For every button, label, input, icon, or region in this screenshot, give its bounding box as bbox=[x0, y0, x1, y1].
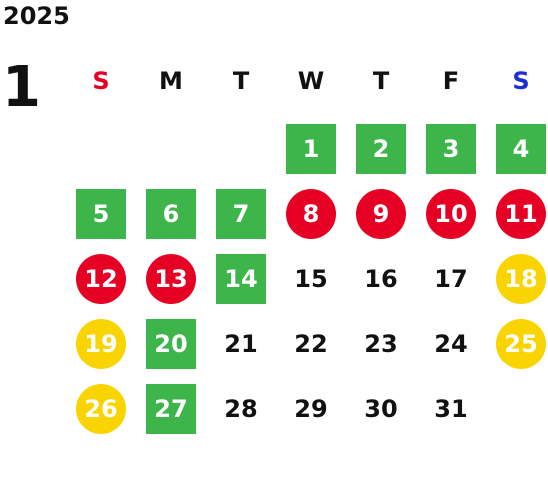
day-cell-1[interactable]: 1 bbox=[286, 124, 336, 174]
day-cell-4[interactable]: 4 bbox=[496, 124, 546, 174]
day-cell-13[interactable]: 13 bbox=[146, 254, 196, 304]
day-cell-31[interactable]: 31 bbox=[434, 395, 468, 423]
weekday-thursday: T bbox=[372, 67, 390, 95]
day-cell-16[interactable]: 16 bbox=[364, 265, 398, 293]
day-cell-11[interactable]: 11 bbox=[496, 189, 546, 239]
day-cell-30[interactable]: 30 bbox=[364, 395, 398, 423]
day-cell-23[interactable]: 23 bbox=[364, 330, 398, 358]
day-cell-29[interactable]: 29 bbox=[294, 395, 328, 423]
weekday-friday: F bbox=[442, 67, 460, 95]
day-cell-12[interactable]: 12 bbox=[76, 254, 126, 304]
day-cell-14[interactable]: 14 bbox=[216, 254, 266, 304]
day-cell-7[interactable]: 7 bbox=[216, 189, 266, 239]
day-cell-28[interactable]: 28 bbox=[224, 395, 258, 423]
weekday-saturday: S bbox=[512, 67, 530, 95]
year-label: 2025 bbox=[3, 2, 70, 30]
weekday-sunday: S bbox=[92, 67, 110, 95]
day-cell-25[interactable]: 25 bbox=[496, 319, 546, 369]
day-cell-3[interactable]: 3 bbox=[426, 124, 476, 174]
day-cell-26[interactable]: 26 bbox=[76, 384, 126, 434]
day-cell-21[interactable]: 21 bbox=[224, 330, 258, 358]
weekday-wednesday: W bbox=[297, 67, 325, 95]
day-cell-19[interactable]: 19 bbox=[76, 319, 126, 369]
day-cell-5[interactable]: 5 bbox=[76, 189, 126, 239]
day-cell-10[interactable]: 10 bbox=[426, 189, 476, 239]
day-cell-9[interactable]: 9 bbox=[356, 189, 406, 239]
month-number: 1 bbox=[2, 55, 41, 120]
weekday-monday: M bbox=[159, 67, 183, 95]
weekday-tuesday: T bbox=[232, 67, 250, 95]
day-cell-24[interactable]: 24 bbox=[434, 330, 468, 358]
day-cell-20[interactable]: 20 bbox=[146, 319, 196, 369]
day-cell-8[interactable]: 8 bbox=[286, 189, 336, 239]
day-cell-6[interactable]: 6 bbox=[146, 189, 196, 239]
day-cell-18[interactable]: 18 bbox=[496, 254, 546, 304]
day-cell-2[interactable]: 2 bbox=[356, 124, 406, 174]
day-cell-27[interactable]: 27 bbox=[146, 384, 196, 434]
day-cell-17[interactable]: 17 bbox=[434, 265, 468, 293]
day-cell-15[interactable]: 15 bbox=[294, 265, 328, 293]
day-cell-22[interactable]: 22 bbox=[294, 330, 328, 358]
